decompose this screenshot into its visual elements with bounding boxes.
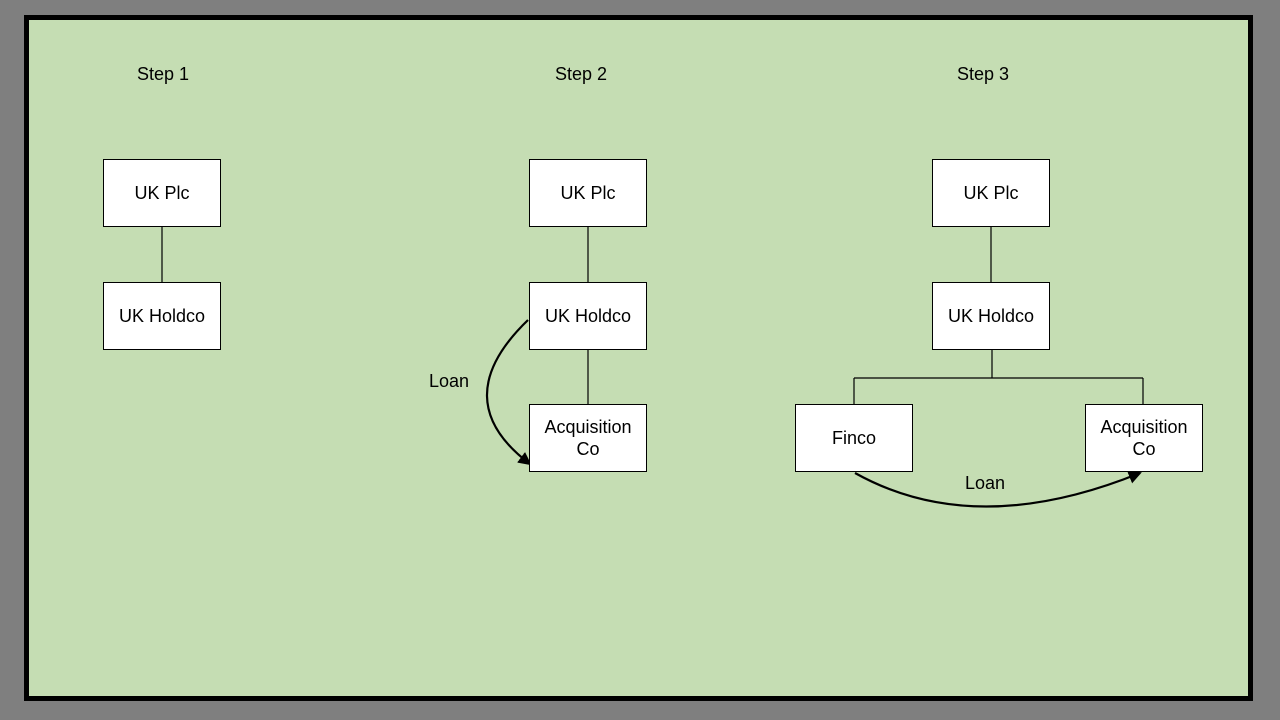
- step2-node-uk-holdco: UK Holdco: [529, 282, 647, 350]
- slide-canvas: [24, 15, 1253, 701]
- step3-node-uk-holdco: UK Holdco: [932, 282, 1050, 350]
- step3-loan-label: Loan: [964, 473, 1006, 493]
- step3-node-finco: Finco: [795, 404, 913, 472]
- step2-node-acquisition-co: Acquisition Co: [529, 404, 647, 472]
- step1-title: Step 1: [136, 64, 190, 84]
- step1-node-uk-holdco: UK Holdco: [103, 282, 221, 350]
- step2-node-uk-plc: UK Plc: [529, 159, 647, 227]
- step3-node-uk-plc: UK Plc: [932, 159, 1050, 227]
- step2-title: Step 2: [554, 64, 608, 84]
- step1-node-uk-plc: UK Plc: [103, 159, 221, 227]
- step2-loan-label: Loan: [428, 371, 470, 391]
- step3-title: Step 3: [956, 64, 1010, 84]
- step3-node-acquisition-co: Acquisition Co: [1085, 404, 1203, 472]
